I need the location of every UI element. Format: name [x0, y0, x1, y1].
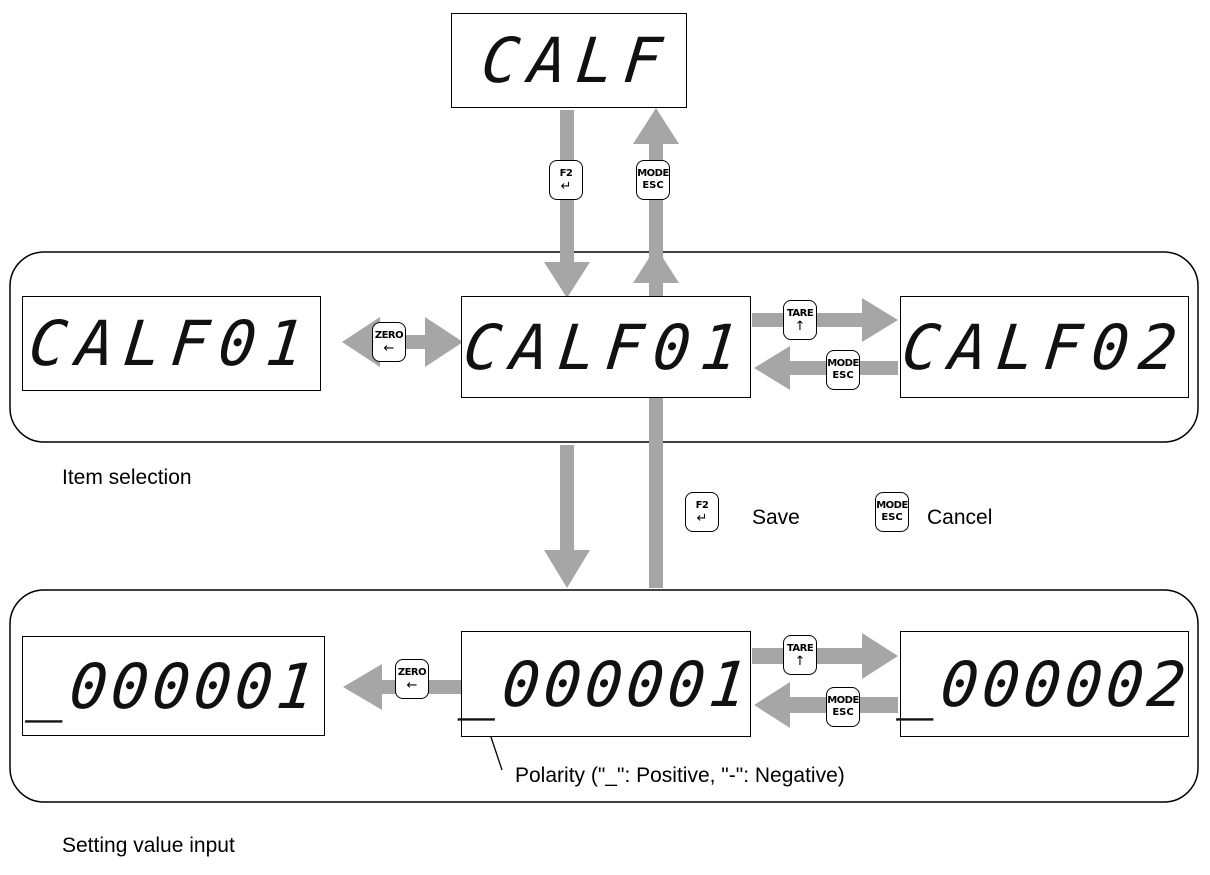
tare-up-key: TARE ↑	[783, 635, 817, 675]
arrow-value-up	[633, 247, 679, 588]
display-item-left: CALF01	[22, 296, 321, 391]
left-arrow-icon: ←	[383, 340, 395, 356]
display-item-center: CALF01	[460, 296, 752, 398]
arrow-calf-down	[544, 110, 590, 298]
display-item-left-text: CALF01	[25, 307, 318, 380]
mode-esc-key: MODE ESC	[636, 160, 670, 200]
display-value-left-text: _000001	[25, 649, 322, 723]
zero-left-key: ZERO ←	[372, 322, 406, 362]
key-label: F2	[695, 499, 709, 511]
enter-icon: ↵	[560, 178, 572, 194]
arrow-value-tare	[752, 633, 898, 679]
key-label: MODE	[827, 358, 859, 369]
arrow-value-down	[544, 445, 590, 588]
key-label: ESC	[642, 180, 664, 191]
display-value-right-text: _000002	[896, 647, 1193, 721]
key-label: ESC	[832, 707, 854, 718]
f2-enter-key: F2 ↵	[685, 492, 719, 532]
polarity-label: Polarity ("_": Positive, "-": Negative)	[515, 764, 845, 787]
display-calf-text: CALF	[478, 24, 676, 97]
cancel-label: Cancel	[927, 506, 993, 529]
tare-up-key: TARE ↑	[783, 300, 817, 340]
key-label: MODE	[827, 695, 859, 706]
key-label: TARE	[786, 307, 814, 319]
item-selection-group	[9, 251, 1199, 443]
key-label: ESC	[832, 370, 854, 381]
setting-value-group	[9, 589, 1199, 803]
display-value-left: _000001	[22, 636, 325, 736]
up-arrow-icon: ↑	[794, 653, 806, 669]
enter-icon: ↵	[696, 510, 708, 526]
zero-left-key: ZERO ←	[395, 659, 429, 699]
key-label: ZERO	[374, 329, 404, 341]
arrow-calf-up	[633, 108, 679, 298]
mode-esc-key: MODE ESC	[826, 350, 860, 390]
display-item-center-text: CALF01	[460, 310, 752, 384]
key-label: MODE	[637, 168, 669, 179]
key-label: ZERO	[397, 666, 427, 678]
display-value-center: _000001	[458, 631, 754, 737]
key-label: TARE	[786, 642, 814, 654]
key-label: F2	[559, 167, 573, 179]
display-value-center-text: _000001	[457, 647, 755, 721]
mode-esc-key: MODE ESC	[826, 687, 860, 727]
up-arrow-icon: ↑	[794, 318, 806, 334]
mode-esc-key: MODE ESC	[875, 492, 909, 532]
display-item-right-text: CALF02	[898, 310, 1191, 384]
display-item-right: CALF02	[899, 296, 1190, 398]
key-label: MODE	[876, 500, 908, 511]
f2-enter-key: F2 ↵	[549, 160, 583, 200]
display-calf: CALF	[451, 13, 687, 108]
key-label: ESC	[881, 512, 903, 523]
arrow-item-tare	[752, 298, 898, 342]
left-arrow-icon: ←	[406, 677, 418, 693]
display-value-right: _000002	[896, 631, 1193, 737]
setting-value-input-label: Setting value input	[62, 834, 235, 857]
item-selection-label: Item selection	[62, 466, 192, 489]
save-label: Save	[752, 506, 800, 529]
